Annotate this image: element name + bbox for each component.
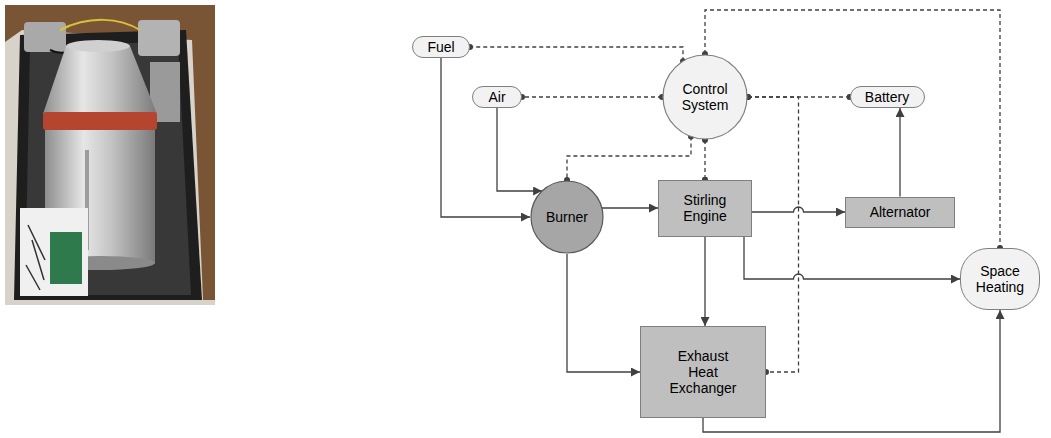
circle-outline [531, 181, 603, 253]
node-label: Fuel [427, 39, 454, 55]
wire [60, 20, 140, 30]
flow-arrow [704, 237, 705, 327]
node-label: Space Heating [968, 263, 1032, 295]
control-board [20, 208, 88, 296]
control-signal-line [567, 137, 691, 180]
wood-desk [5, 5, 215, 300]
process-box: Alternator [845, 197, 955, 228]
red-band [43, 112, 157, 130]
burner-circle: Burner [530, 180, 604, 254]
process-box: Stirling Engine [658, 180, 752, 237]
input-pill: Fuel [412, 36, 470, 58]
node-label: Alternator [870, 204, 931, 220]
circle-outline [663, 55, 747, 139]
output-round: Space Heating [960, 248, 1040, 310]
control-signal-line [470, 47, 683, 61]
valve-part [138, 20, 180, 56]
flow-arrow [441, 58, 530, 217]
circuit-board [50, 232, 82, 284]
wire [26, 225, 45, 290]
node-label: Control System [672, 81, 738, 113]
node-label: Burner [546, 209, 588, 225]
photo-ground [5, 5, 215, 305]
controller-circle: Control System [662, 54, 748, 140]
flow-arrow [899, 108, 900, 196]
flow-arrow [567, 254, 640, 372]
cone-cap [66, 40, 130, 52]
engine-cone [43, 46, 157, 114]
flow-arrow [602, 207, 658, 208]
process-box: Exhaust Heat Exchanger [640, 326, 766, 418]
control-signal-line [522, 96, 662, 97]
node-label: Exhaust Heat Exchanger [663, 348, 743, 396]
control-signal-line [704, 140, 705, 180]
node-label: Battery [865, 89, 909, 105]
node-label: Stirling Engine [667, 192, 743, 224]
flow-arrow [744, 237, 960, 280]
unit-housing [14, 30, 202, 300]
flow-arrow [497, 108, 542, 191]
input-pill: Air [472, 86, 522, 108]
node-label: Air [488, 89, 505, 105]
valve-part [24, 22, 66, 52]
output-pill: Battery [850, 86, 925, 108]
